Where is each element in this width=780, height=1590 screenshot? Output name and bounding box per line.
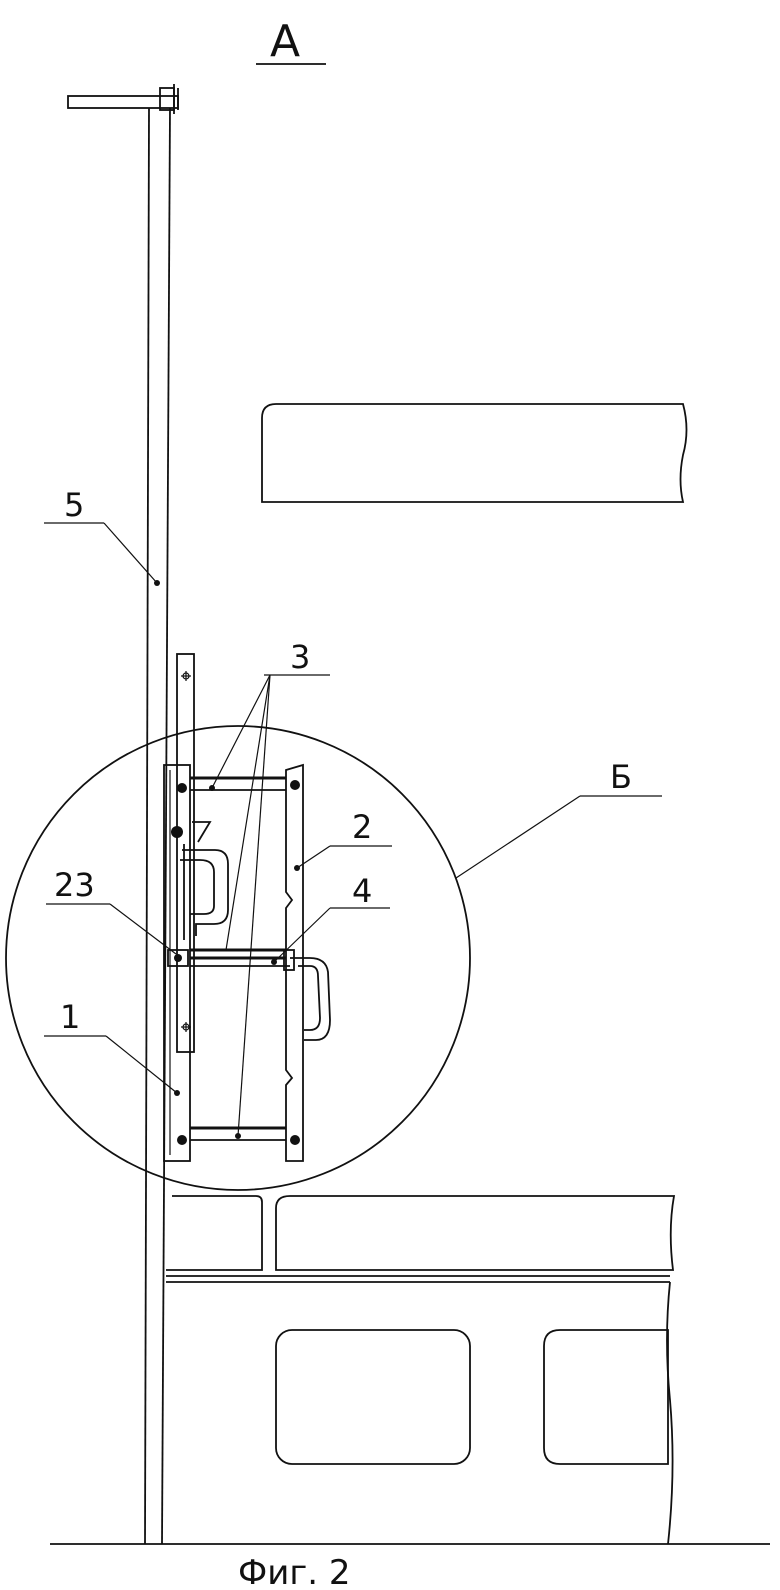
callout-right-rail: 2 — [352, 808, 372, 846]
ladder-rungs — [190, 776, 290, 1141]
callout-detail: Б — [610, 758, 632, 796]
callout-rungs: 3 — [290, 638, 310, 676]
callout-handle: 4 — [352, 872, 372, 910]
callout-mast: 5 — [64, 486, 84, 524]
leader-lines — [44, 522, 662, 1139]
view-label: А — [270, 16, 300, 67]
callout-left-rail: 1 — [60, 998, 80, 1036]
lower-berth — [166, 1195, 676, 1283]
hinge — [167, 949, 189, 967]
detail-circle — [5, 725, 471, 1191]
upper-berth — [261, 403, 688, 503]
mounting-plate — [176, 653, 195, 1053]
ladder-left-rail — [163, 764, 191, 1162]
lower-panel — [275, 1281, 674, 1545]
callout-hinge: 23 — [54, 866, 95, 904]
figure-caption: Фиг. 2 — [238, 1553, 350, 1590]
ladder-right-rail — [285, 763, 304, 1162]
mast — [67, 84, 179, 1545]
outer-handle — [283, 949, 331, 1041]
inner-handle — [180, 821, 229, 940]
